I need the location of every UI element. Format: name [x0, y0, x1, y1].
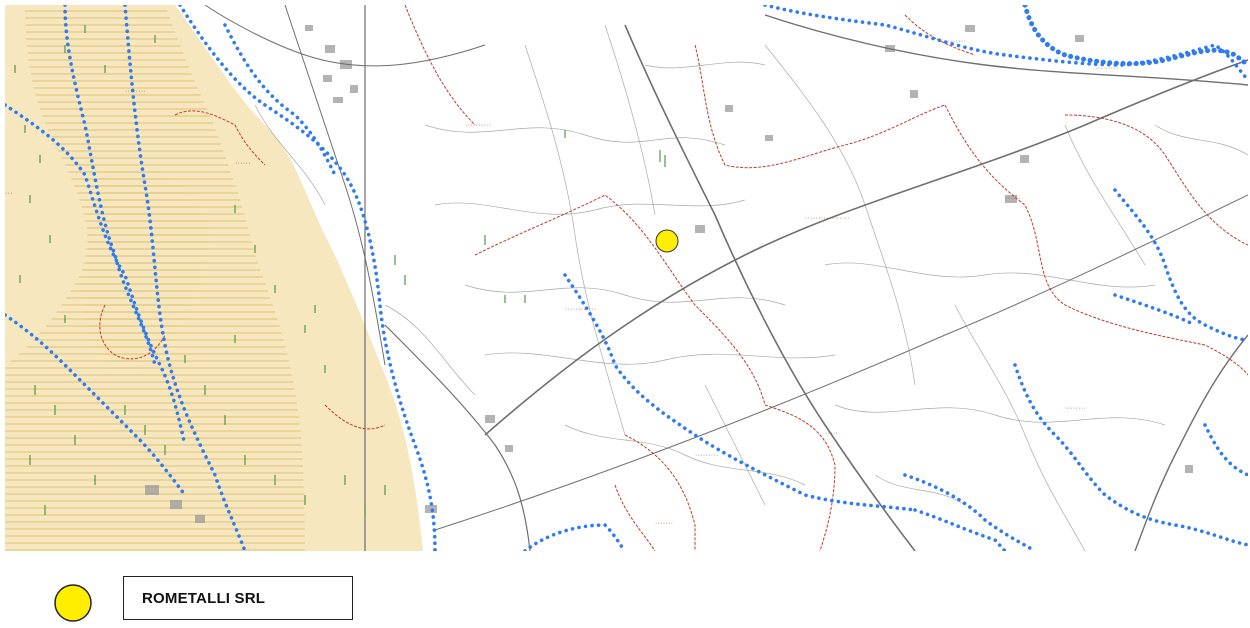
map-image: ········ ······ ·········· ·············… — [5, 5, 1248, 551]
vegetation-marks — [14, 25, 666, 515]
legend-label: ROMETALLI SRL — [142, 589, 266, 607]
svg-text:·················: ················· — [805, 215, 850, 222]
svg-text:·····: ····· — [825, 430, 838, 437]
svg-text:········: ········ — [125, 88, 146, 95]
urban-blocks — [145, 25, 1193, 523]
legend-box: ROMETALLI SRL — [123, 576, 353, 620]
svg-text:·········: ········· — [695, 452, 719, 459]
site-marker — [655, 229, 679, 253]
svg-text:············: ············ — [565, 306, 597, 313]
svg-text:········: ········ — [945, 38, 966, 45]
hill-hatching-2 — [81, 167, 210, 374]
svg-text:········: ········ — [1065, 405, 1086, 412]
svg-text:·······: ······· — [655, 520, 673, 527]
major-roads — [204, 5, 1248, 551]
svg-text:······: ······ — [1005, 195, 1021, 202]
svg-text:···: ··· — [5, 190, 13, 197]
svg-text:·········: ········· — [1095, 65, 1119, 72]
svg-text:······: ······ — [235, 160, 251, 167]
municipal-boundaries — [99, 5, 1248, 551]
legend-marker-icon — [51, 583, 95, 623]
rivers — [5, 5, 1248, 551]
svg-text:··········: ·········· — [465, 122, 491, 129]
place-labels: ········ ······ ·········· ·············… — [5, 38, 1119, 527]
